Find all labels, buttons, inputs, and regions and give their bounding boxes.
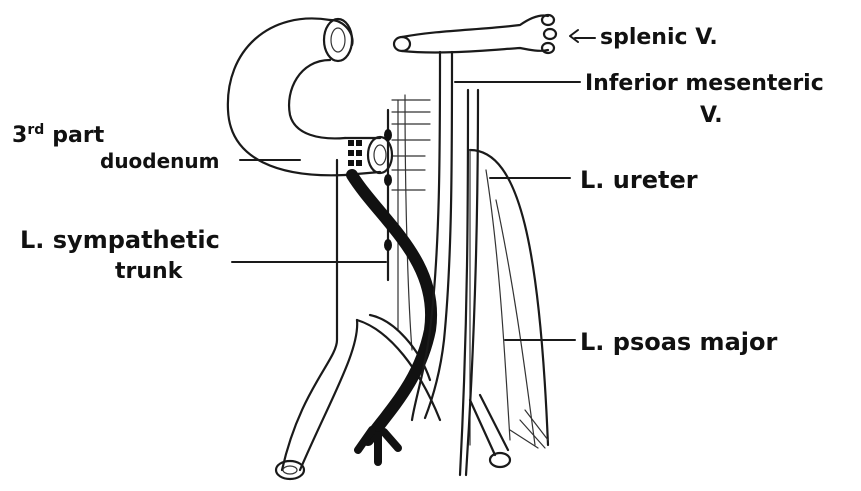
duodenum	[228, 18, 392, 175]
label-duodenum-part: part	[52, 123, 104, 148]
label-inferior-mesenteric-v: V.	[700, 103, 723, 128]
label-inferior-mesenteric: Inferior mesenteric	[585, 71, 824, 96]
label-duodenum-number: 3	[12, 123, 27, 148]
sympathetic-trunk	[384, 110, 392, 280]
label-splenic-v: splenic V.	[600, 25, 718, 50]
label-duodenum: duodenum	[100, 149, 220, 173]
ganglion	[384, 239, 392, 251]
label-sympathetic: L. sympathetic	[20, 226, 220, 254]
left-ureter	[460, 90, 478, 475]
duodenum-lumen-top	[324, 19, 352, 61]
ganglion	[384, 129, 392, 141]
label-l-ureter: L. ureter	[580, 166, 698, 194]
label-sympathetic-trunk: trunk	[115, 259, 184, 284]
gonadal-vein	[352, 175, 431, 462]
aorta	[276, 160, 440, 479]
splenic-vein	[394, 15, 556, 53]
label-l-psoas-major: L. psoas major	[580, 328, 777, 356]
posterior-wall-lines	[392, 95, 430, 350]
ganglion	[384, 174, 392, 186]
leader-lines	[232, 30, 595, 340]
label-duodenum-superscript: rd	[27, 122, 44, 138]
psoas-major-muscle	[470, 150, 548, 448]
external-iliac-vessels	[470, 395, 510, 467]
